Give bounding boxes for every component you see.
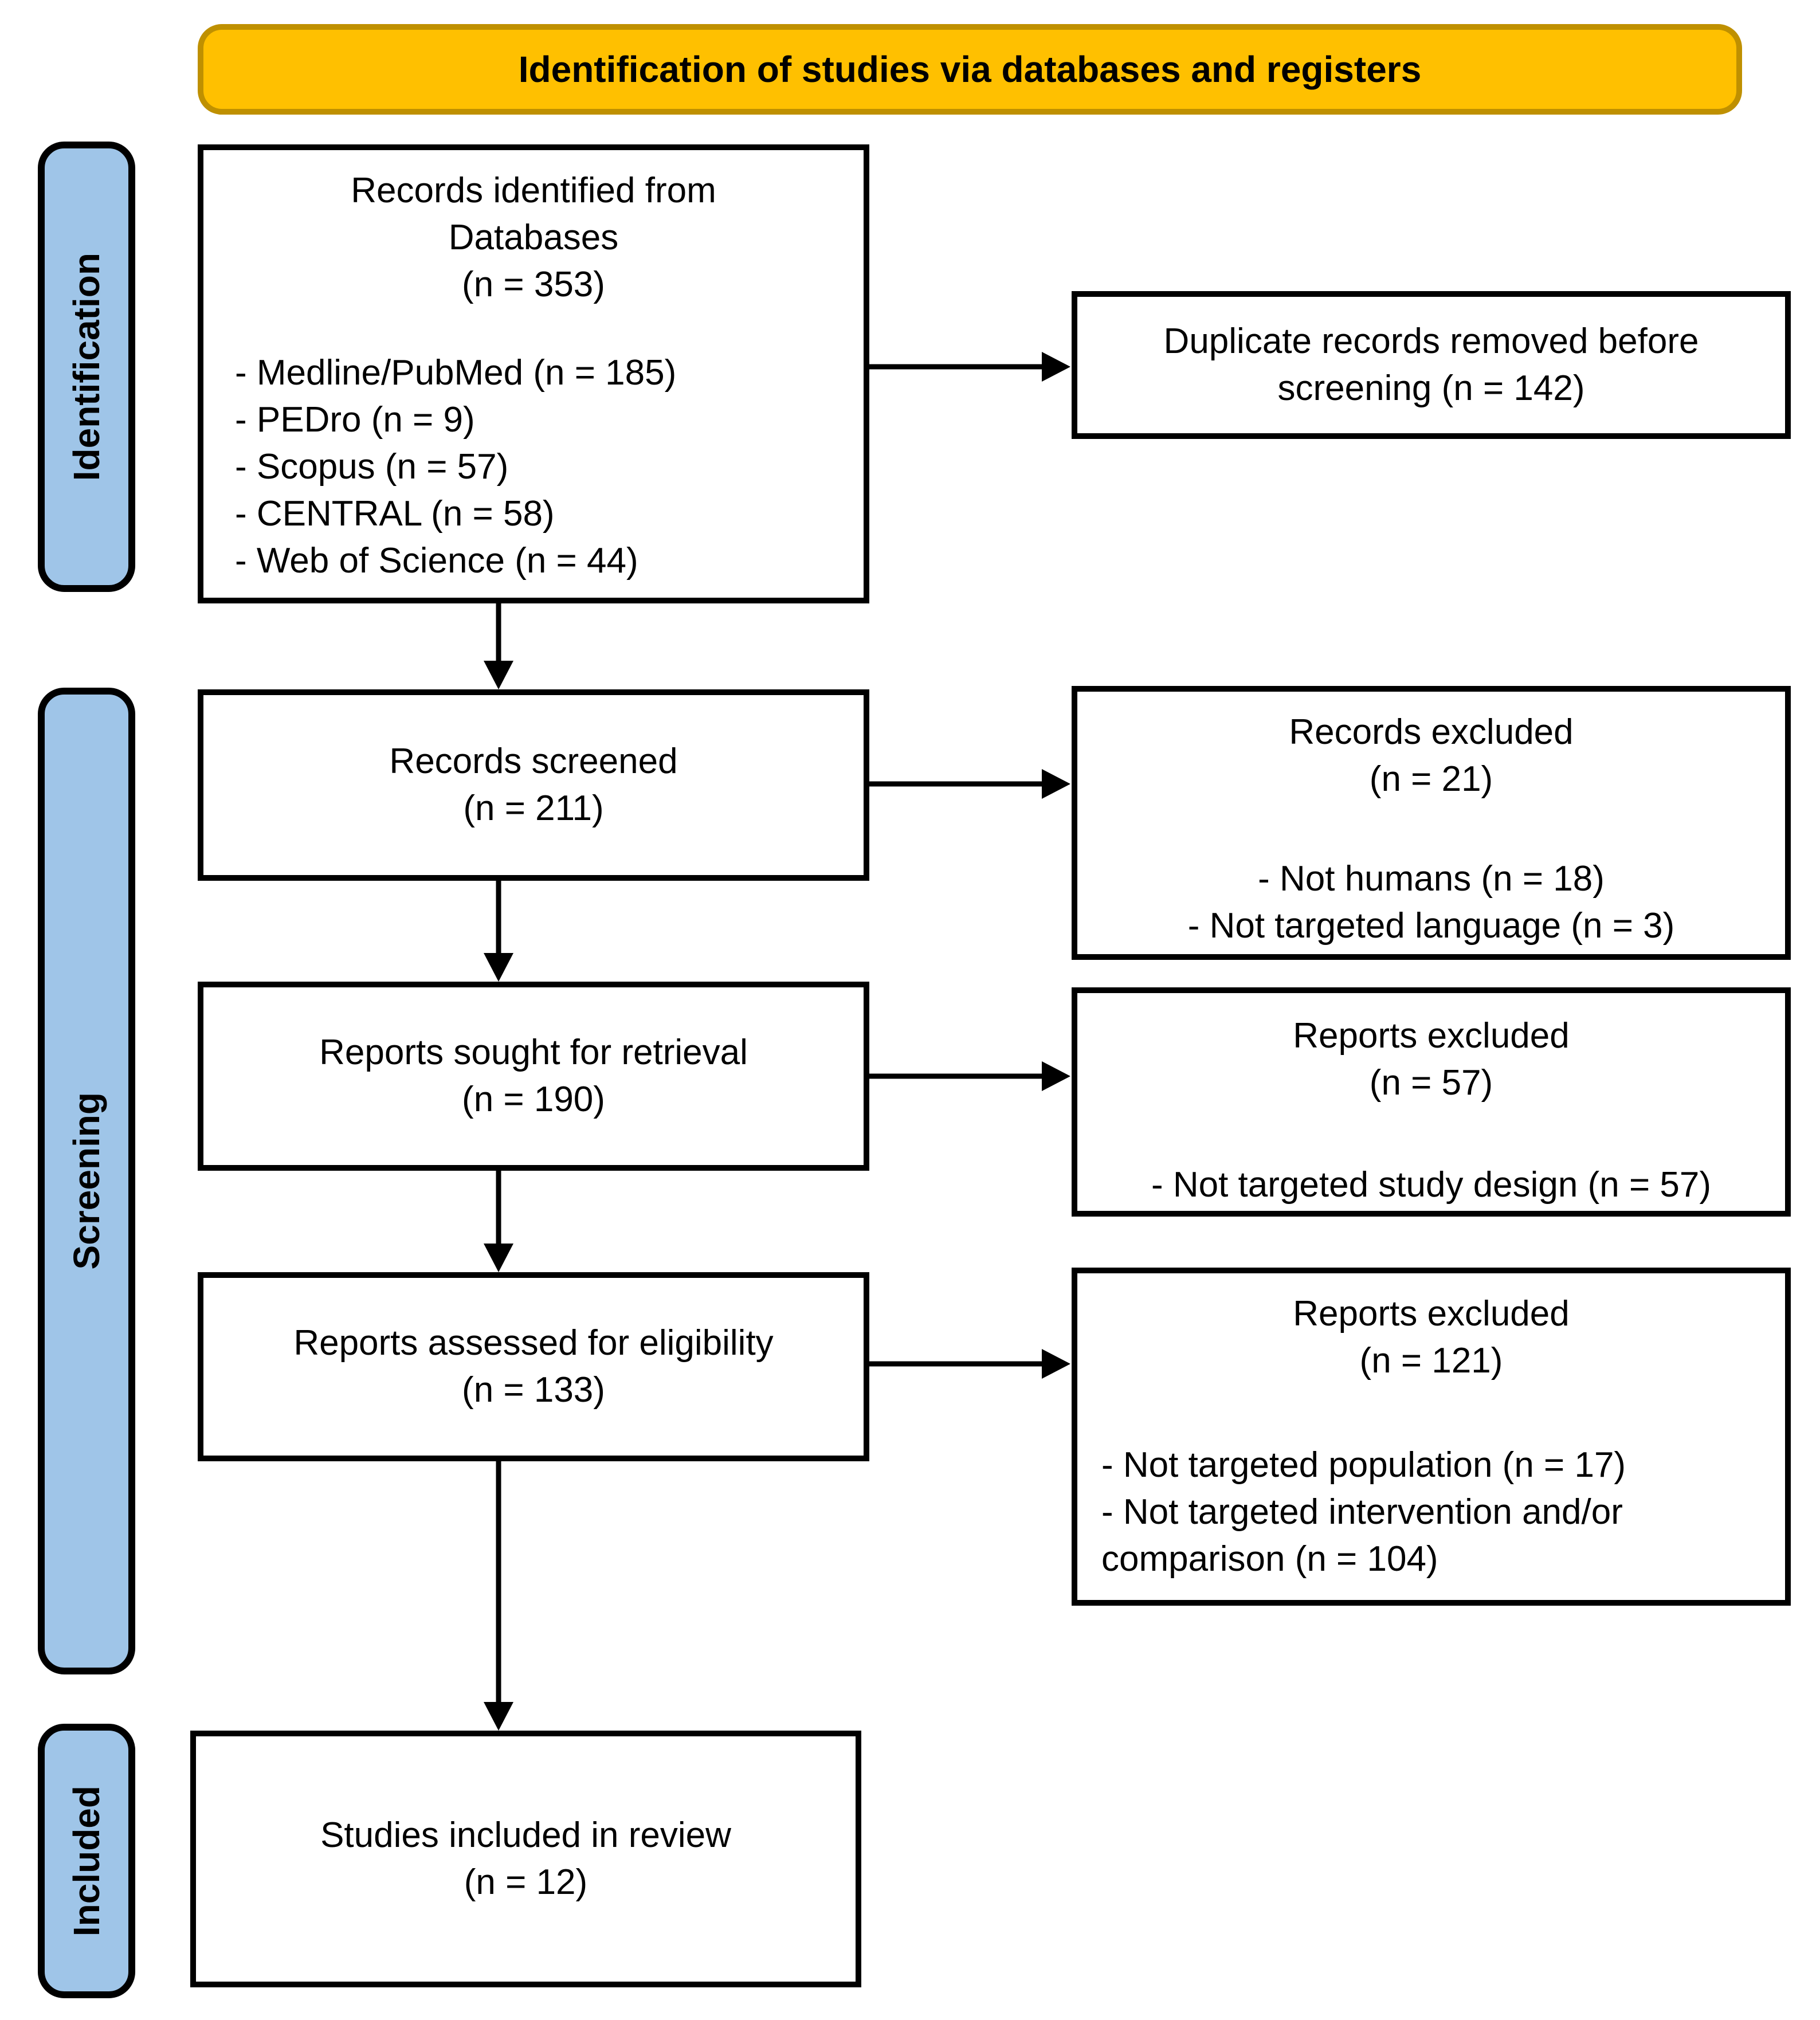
list-item: - Not humans (n = 18)	[1258, 859, 1605, 899]
reports-excluded-eligibility-list: - Not targeted population (n = 17) - Not…	[1077, 1442, 1785, 1583]
list-item: - Not targeted language (n = 3)	[1187, 906, 1675, 946]
reports-assessed-text: Reports assessed for eligibility (n = 13…	[293, 1323, 774, 1410]
arrow-screened-to-sought	[484, 881, 513, 982]
stage-screening-label: Screening	[66, 1092, 107, 1270]
stage-screening: Screening	[38, 688, 135, 1674]
box-reports-assessed: Reports assessed for eligibility (n = 13…	[198, 1272, 869, 1461]
arrow-sought-to-assessed	[484, 1171, 513, 1272]
list-item: - Not targeted study design (n = 57)	[1151, 1165, 1712, 1205]
box-reports-sought: Reports sought for retrieval (n = 190)	[198, 982, 869, 1171]
list-item: - Scopus (n = 57)	[235, 447, 509, 487]
banner-title: Identification of studies via databases …	[518, 49, 1422, 90]
records-screened-text: Records screened (n = 211)	[389, 742, 678, 828]
box-records-screened: Records screened (n = 211)	[198, 689, 869, 881]
reports-excluded-retrieval-title: Reports excluded (n = 57)	[1293, 1016, 1570, 1103]
arrow-assessed-to-included	[484, 1461, 513, 1731]
arrow-screened-to-excluded	[869, 769, 1070, 799]
reports-sought-text: Reports sought for retrieval (n = 190)	[319, 1033, 748, 1119]
list-item: - Not targeted population (n = 17)	[1101, 1445, 1626, 1485]
records-excluded-list: - Not humans (n = 18) - Not targeted lan…	[1077, 856, 1785, 950]
reports-excluded-retrieval-list: - Not targeted study design (n = 57)	[1077, 1162, 1785, 1209]
records-identified-list: - Medline/PubMed (n = 185) - PEDro (n = …	[203, 350, 864, 585]
list-item: - CENTRAL (n = 58)	[235, 494, 555, 534]
list-item: - PEDro (n = 9)	[235, 400, 475, 440]
box-reports-excluded-eligibility: Reports excluded (n = 121) - Not targete…	[1072, 1268, 1791, 1606]
box-records-excluded: Records excluded (n = 21) - Not humans (…	[1072, 686, 1791, 960]
arrow-identified-to-duplicates	[869, 352, 1070, 382]
arrow-assessed-to-excluded	[869, 1349, 1070, 1379]
arrow-identified-to-screened	[484, 603, 513, 689]
box-duplicates-removed: Duplicate records removed before screeni…	[1072, 291, 1791, 439]
stage-identification: Identification	[38, 142, 135, 592]
reports-excluded-eligibility-title: Reports excluded (n = 121)	[1293, 1294, 1570, 1380]
list-item: - Medline/PubMed (n = 185)	[235, 353, 677, 393]
box-reports-excluded-retrieval: Reports excluded (n = 57) - Not targeted…	[1072, 987, 1791, 1217]
arrow-sought-to-excluded	[869, 1061, 1070, 1091]
banner: Identification of studies via databases …	[198, 24, 1742, 115]
records-excluded-title: Records excluded (n = 21)	[1289, 712, 1574, 799]
records-identified-title: Records identified from Databases (n = 3…	[351, 171, 716, 304]
stage-included: Included	[38, 1724, 135, 1998]
duplicates-removed-text: Duplicate records removed before screeni…	[1163, 321, 1699, 408]
list-item: - Web of Science (n = 44)	[235, 541, 638, 580]
stage-included-label: Included	[66, 1785, 107, 1937]
box-studies-included: Studies included in review (n = 12)	[190, 1731, 861, 1987]
list-item: - Not targeted intervention and/or compa…	[1101, 1492, 1623, 1579]
studies-included-text: Studies included in review (n = 12)	[320, 1815, 731, 1902]
box-records-identified: Records identified from Databases (n = 3…	[198, 144, 869, 603]
stage-identification-label: Identification	[66, 252, 107, 481]
